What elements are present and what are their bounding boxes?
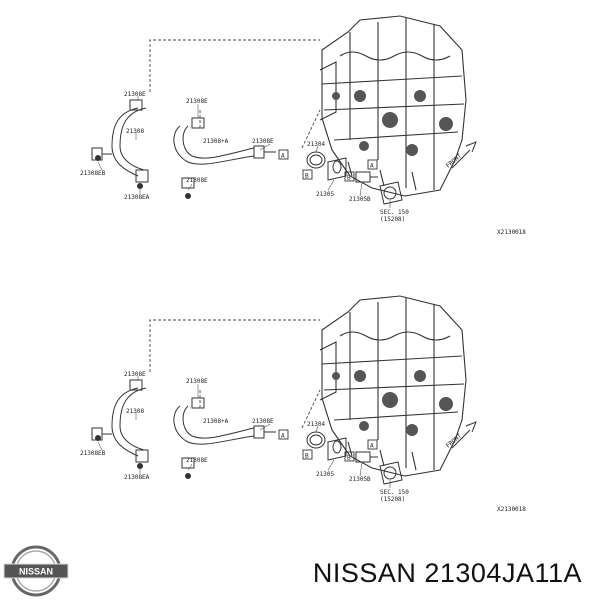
nissan-logo: NISSAN <box>3 545 69 597</box>
label-21308: 21308 <box>126 408 144 415</box>
diagram-bottom: 21308E 21308E 21308 21308+A 21308E 21304… <box>80 295 526 513</box>
marker-b-2: B <box>347 455 351 462</box>
label-21308eb: 21308EB <box>80 170 106 177</box>
label-21308ea: 21308EA <box>124 474 150 481</box>
label-sec-ref: (15208) <box>380 496 405 503</box>
label-21308e-right: 21308E <box>252 138 274 145</box>
label-21308eb: 21308EB <box>80 450 106 457</box>
label-sec-150: SEC. 150 <box>380 489 409 496</box>
label-21304: 21304 <box>307 421 325 428</box>
marker-b-1: B <box>305 173 309 180</box>
label-front: FRONT <box>445 432 464 449</box>
marker-a-1: A <box>281 153 285 160</box>
label-sec-150: SEC. 150 <box>380 209 409 216</box>
label-21308e-top: 21308E <box>124 91 146 98</box>
label-front: FRONT <box>445 152 464 169</box>
logo-wordmark: NISSAN <box>19 567 53 577</box>
label-21305: 21305 <box>316 191 334 198</box>
label-21308: 21308 <box>126 128 144 135</box>
label-21305b: 21305B <box>349 196 371 203</box>
marker-b-1: B <box>305 453 309 460</box>
label-21308e-right: 21308E <box>252 418 274 425</box>
diagram-code: X2130018 <box>497 506 526 513</box>
marker-b-2: B <box>347 175 351 182</box>
label-21308ea: 21308EA <box>124 194 150 201</box>
label-21308e-bottom: 21308E <box>186 457 208 464</box>
label-21308e-bottom: 21308E <box>186 177 208 184</box>
label-sec-ref: (15208) <box>380 216 405 223</box>
engine-coolant-diagram-art <box>91 15 477 209</box>
marker-a-1: A <box>281 433 285 440</box>
marker-a-2: A <box>370 163 374 170</box>
label-21305: 21305 <box>316 471 334 478</box>
label-21308e-top: 21308E <box>124 371 146 378</box>
label-21308e-mid: 21308E <box>186 98 208 105</box>
engine-coolant-diagram-art <box>91 295 477 489</box>
label-21308a: 21308+A <box>203 138 229 145</box>
label-21305b: 21305B <box>349 476 371 483</box>
label-21304: 21304 <box>307 141 325 148</box>
diagram-top: 21308E 21308E 21308 21308+A 21308E 21304… <box>80 15 526 236</box>
label-21308e-mid: 21308E <box>186 378 208 385</box>
part-number-caption: NISSAN 21304JA11A <box>313 558 582 588</box>
marker-a-2: A <box>370 443 374 450</box>
label-21308a: 21308+A <box>203 418 229 425</box>
diagram-code: X2130018 <box>497 229 526 236</box>
